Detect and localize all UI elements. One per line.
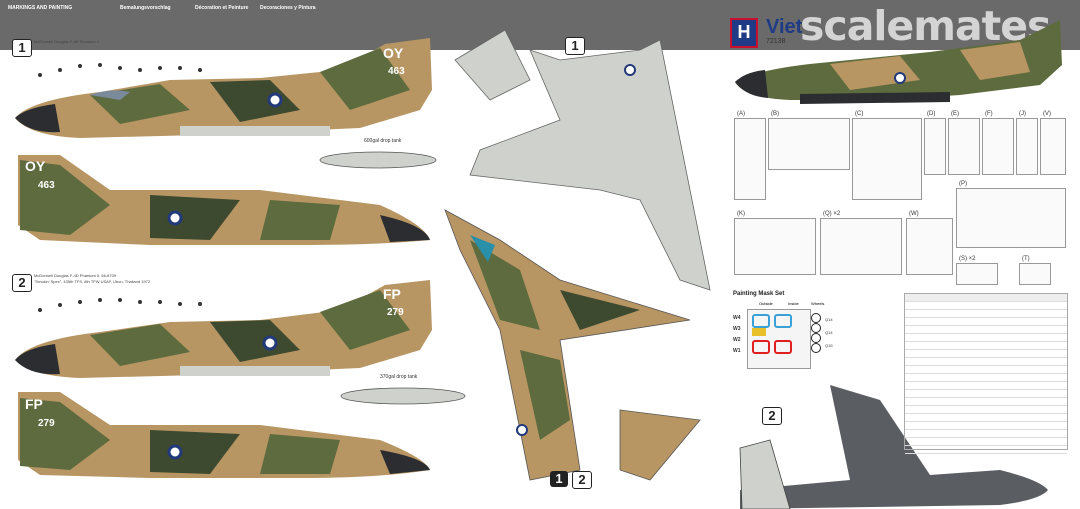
profile-2-tank-caption: 370gal drop tank: [380, 374, 418, 380]
jet-side-1b: [18, 155, 430, 245]
profile-2-caption2: "Smokin' Spec", 435th TFS, 8th TFW USAF,…: [34, 279, 151, 284]
part-box-k: (K): [734, 211, 816, 275]
part-box-v: (V): [1040, 111, 1066, 175]
jet-hero: [735, 20, 1062, 104]
profile-1-number: 1: [12, 39, 32, 57]
watermark-bar: [0, 0, 1080, 50]
header-col4: Decoraciones y Pintura: [260, 5, 316, 11]
decal-parts-grid: (A) (B) (C) (D) (E) (F) (J) (V) (K) (Q) …: [734, 111, 1066, 286]
center-number-1: 1: [550, 471, 568, 487]
part-box-p: (P): [956, 181, 1066, 248]
profile-1-tail-code: OY: [383, 45, 404, 61]
mask-title: Painting Mask Set: [733, 291, 785, 297]
profile-2b-tail-number: 279: [38, 418, 55, 429]
profile-1-tank-caption: 600gal drop tank: [364, 138, 402, 144]
drop-tank-2: [340, 387, 466, 405]
paint-reference-table: [904, 293, 1068, 454]
part-box-c: (C): [852, 111, 922, 200]
header-col1: MARKINGS AND PAINTING: [8, 5, 73, 11]
part-box-b: (B): [768, 111, 850, 170]
profile-2-tail-code: FP: [383, 286, 401, 302]
mask-row-w4: W4: [733, 315, 741, 321]
profile-2-caption: McDonnell Douglas F-4D Phantom II, 66-87…: [34, 273, 117, 278]
jet-topview: [444, 209, 701, 481]
center-number-2: 2: [572, 471, 592, 489]
profile-2-number: 2: [12, 274, 32, 292]
part-box-a: (A): [734, 111, 766, 200]
profile-2b-tail-code: FP: [25, 396, 43, 412]
mask-col-outside: Outside: [759, 301, 773, 306]
drop-tank-1: [319, 151, 437, 169]
mask-col-inside: Inside: [788, 301, 799, 306]
painting-mask-set: Painting Mask Set Outside Inside Wheels …: [733, 291, 833, 371]
product-code: 72138: [766, 38, 786, 45]
profile-1b-tail-number: 463: [38, 180, 55, 191]
part-box-f: (F): [982, 111, 1014, 175]
header-col2: Bemalungsvorschlag: [120, 5, 171, 11]
mask-row-w3: W3: [733, 326, 741, 332]
header-col3: Décoration et Peinture: [195, 5, 249, 11]
mask-row-w1: W1: [733, 348, 741, 354]
part-box-w: (W): [906, 211, 953, 275]
jet-side-1: [15, 38, 432, 138]
mask-q14a: Q14: [825, 317, 833, 322]
mask-q14b: Q14: [825, 330, 833, 335]
jet-underside: [454, 29, 711, 291]
part-box-q: (Q) ×2: [820, 211, 902, 275]
part-box-j: (J): [1016, 111, 1038, 175]
mask-q15: Q15: [825, 343, 833, 348]
part-box-d: (D): [924, 111, 946, 175]
mask-col-wheels: Wheels: [811, 301, 825, 306]
bottom-profile-number: 2: [762, 407, 782, 425]
brand-logo: H: [730, 18, 758, 48]
jet-bottom-dark: [739, 385, 1048, 509]
part-box-e: (E): [948, 111, 980, 175]
part-box-s: (S) ×2: [956, 256, 998, 285]
profile-1-caption: McDonnell Douglas F-4E Phantom II: [34, 39, 99, 44]
callout-markers: [38, 63, 202, 312]
jet-side-2: [15, 280, 432, 378]
product-title: Viet: [766, 16, 803, 38]
profile-2-tail-number: 279: [387, 307, 404, 318]
center-number-top: 1: [565, 37, 585, 55]
profile-1-tail-number: 463: [388, 66, 405, 77]
mask-row-w2: W2: [733, 337, 741, 343]
profile-1b-tail-code: OY: [25, 158, 46, 174]
jet-side-2b: [18, 392, 430, 478]
part-box-t: (T): [1019, 256, 1051, 285]
